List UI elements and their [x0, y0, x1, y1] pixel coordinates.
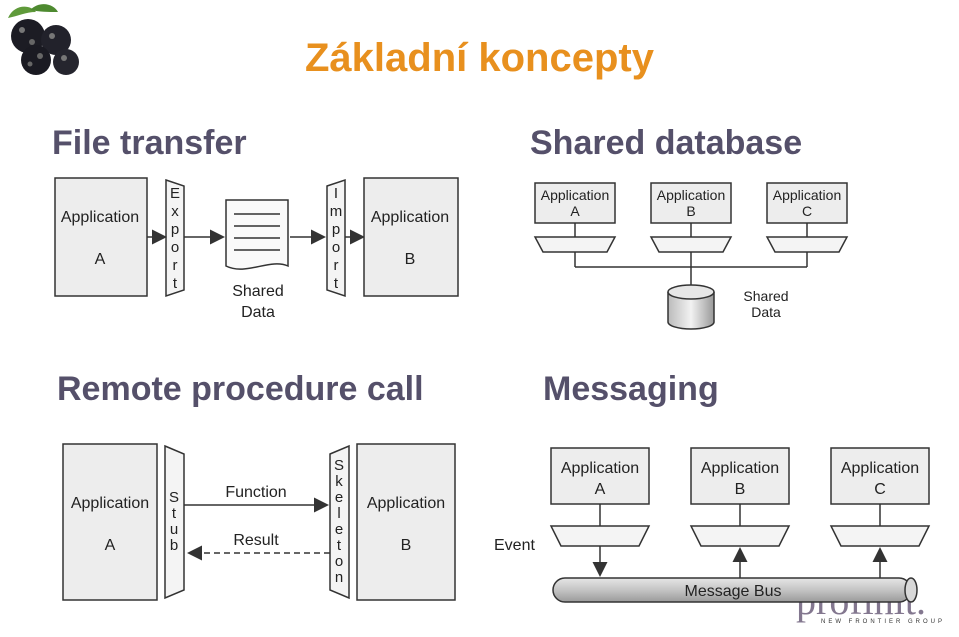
file-transfer-heading: File transfer	[52, 124, 247, 162]
logo-tagline: NEW FRONTIER GROUP	[821, 619, 945, 625]
svg-text:t: t	[334, 275, 339, 292]
svg-text:A: A	[105, 537, 116, 554]
database-cylinder-icon	[667, 284, 715, 330]
svg-text:k: k	[335, 473, 343, 490]
svg-text:Application: Application	[841, 460, 919, 477]
messaging-diagram: Application A Application B Application …	[494, 447, 931, 603]
app-b-letter: B	[405, 251, 416, 268]
svg-text:C: C	[874, 481, 886, 498]
shared-database-diagram: Application A Application B Application …	[533, 182, 849, 330]
db-label: Shared	[743, 288, 788, 304]
svg-text:A: A	[595, 481, 606, 498]
shared-data-label-2: Data	[241, 304, 275, 321]
shared-database-heading: Shared database	[530, 124, 803, 162]
result-label: Result	[233, 532, 279, 549]
svg-text:r: r	[334, 257, 339, 274]
rpc-heading: Remote procedure call	[57, 370, 424, 408]
svg-text:b: b	[170, 537, 178, 554]
app-a-label: Application	[61, 209, 139, 226]
svg-text:Message Bus: Message Bus	[685, 583, 782, 600]
slide-title: Základní koncepty	[305, 36, 654, 80]
function-label: Function	[225, 484, 286, 501]
svg-text:E: E	[170, 185, 180, 202]
svg-text:S: S	[334, 457, 344, 474]
db-label-2: Data	[751, 304, 781, 320]
svg-text:t: t	[173, 275, 178, 292]
app-b-box	[363, 177, 459, 297]
svg-text:Application: Application	[773, 187, 842, 203]
svg-text:S: S	[169, 489, 179, 506]
rpc-diagram: Application A S t u b Function Result S …	[62, 443, 456, 601]
svg-text:Application: Application	[367, 495, 445, 512]
svg-text:Application: Application	[701, 460, 779, 477]
svg-text:n: n	[335, 569, 343, 586]
svg-text:B: B	[686, 203, 695, 219]
app-a-box	[54, 177, 148, 297]
event-label: Event	[494, 537, 535, 554]
shared-data-document-icon	[225, 199, 289, 270]
message-bus: Message Bus	[552, 577, 918, 603]
export-label: E x p o r t	[170, 185, 180, 292]
svg-text:Application: Application	[541, 187, 610, 203]
svg-text:m: m	[330, 203, 343, 220]
app-b-label: Application	[371, 209, 449, 226]
svg-text:o: o	[335, 553, 343, 570]
app-a-letter: A	[95, 251, 106, 268]
export-pane	[165, 178, 185, 298]
svg-text:r: r	[173, 257, 178, 274]
svg-text:e: e	[335, 489, 343, 506]
svg-text:o: o	[332, 239, 340, 256]
svg-text:u: u	[170, 521, 178, 538]
svg-text:t: t	[172, 505, 177, 522]
svg-text:p: p	[332, 221, 340, 238]
svg-text:Application: Application	[561, 460, 639, 477]
svg-text:l: l	[337, 505, 340, 522]
import-label: I m p o r t	[330, 185, 343, 292]
svg-text:B: B	[735, 481, 746, 498]
svg-text:B: B	[401, 537, 412, 554]
shared-data-label: Shared	[232, 283, 284, 300]
svg-text:p: p	[171, 221, 179, 238]
svg-text:x: x	[171, 203, 179, 220]
svg-text:o: o	[171, 239, 179, 256]
svg-text:Application: Application	[71, 495, 149, 512]
svg-text:t: t	[337, 537, 342, 554]
svg-text:Application: Application	[657, 187, 726, 203]
svg-text:C: C	[802, 203, 812, 219]
messaging-heading: Messaging	[543, 370, 719, 408]
svg-text:I: I	[334, 185, 338, 202]
file-transfer-diagram: Application A E x p o r t Shared Data I …	[54, 177, 459, 321]
svg-text:e: e	[335, 521, 343, 538]
svg-text:A: A	[570, 203, 580, 219]
import-pane	[326, 178, 346, 298]
blackberry-logo-icon	[8, 4, 79, 75]
